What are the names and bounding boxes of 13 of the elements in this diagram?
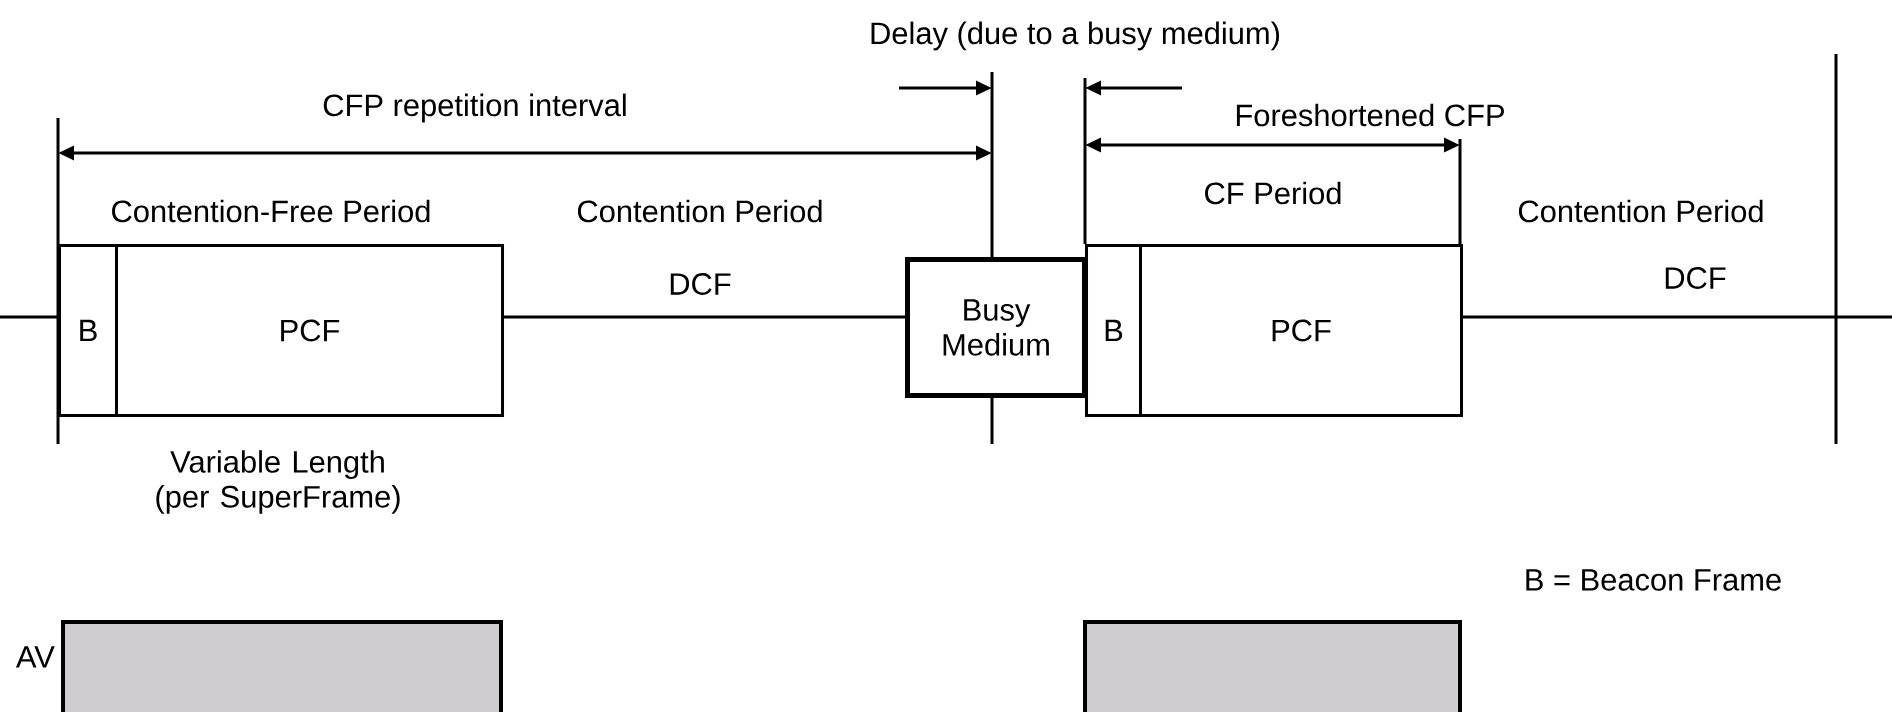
label-text: Delay (due to a busy medium)	[871, 21, 1279, 51]
label-text: Foreshortened CFP	[1236, 103, 1504, 127]
label-text: Contention Period	[577, 199, 822, 223]
row-label: AV	[15, 646, 55, 668]
nav-bar	[61, 620, 503, 712]
nav-bar	[1083, 620, 1462, 712]
label-text: Contention-Free Period	[112, 199, 430, 223]
beacon-box: B	[1085, 244, 1142, 417]
label-text: Variable Length (per SuperFrame)	[156, 450, 400, 514]
label-text: DCF	[1665, 267, 1726, 289]
label-text: CF Period	[1205, 181, 1341, 205]
beacon-box: B	[58, 244, 118, 417]
label-text: DCF	[670, 273, 731, 295]
